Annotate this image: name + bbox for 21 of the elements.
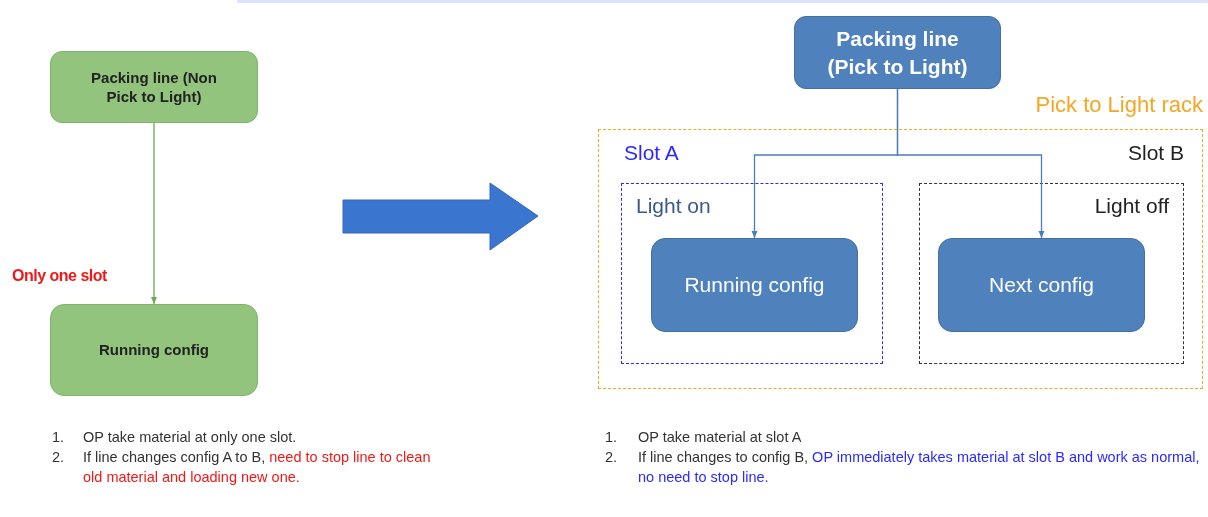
list-number: 1. <box>52 428 65 447</box>
group-label: Light on <box>636 194 711 218</box>
group-heading: Pick to Light rack <box>1035 92 1203 118</box>
process-box: Running config <box>50 304 258 396</box>
list-item-text: OP take material at slot A <box>638 428 803 447</box>
process-box: Running config <box>651 238 858 332</box>
group-label: Light off <box>1094 194 1169 218</box>
group-heading: Slot B <box>1127 141 1184 165</box>
arrow <box>151 122 157 305</box>
group-heading: Slot A <box>624 141 679 165</box>
process-box: Packing line (Pick to Light) <box>794 16 1001 89</box>
arrow <box>896 88 1045 239</box>
list-item-text: OP take material at only one slot. <box>83 428 298 447</box>
list-number: 1. <box>605 428 618 447</box>
process-box: Packing line (Non Pick to Light) <box>50 51 258 123</box>
list-number: 2. <box>605 448 618 467</box>
process-box: Next config <box>938 238 1145 332</box>
list-number: 2. <box>52 448 65 467</box>
list-item-text: If line changes config A to B, need to stop line to clean old material and loading new one. <box>83 448 432 487</box>
list-item-text: If line changes to config B, OP immediately takes material at slot B and work as normal, no need to stop line. <box>638 448 1201 487</box>
note-text: Only one slot <box>12 267 107 285</box>
